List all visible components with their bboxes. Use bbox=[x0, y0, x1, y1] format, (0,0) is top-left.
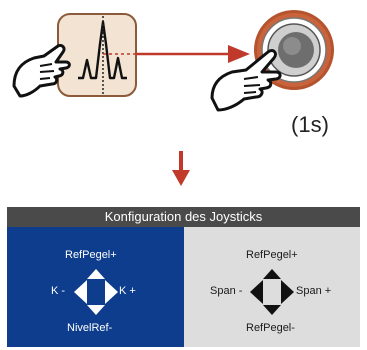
connector-arrowhead bbox=[228, 45, 250, 63]
joystick-config-panel: Konfiguration des Joysticks RefPegel+ K … bbox=[7, 207, 360, 347]
pointing-hand-right bbox=[210, 49, 282, 112]
dpad-left-arrow bbox=[250, 280, 263, 304]
dpad-up-arrow bbox=[87, 269, 105, 279]
joystick-knob bbox=[254, 10, 334, 90]
right-up-label: RefPegel+ bbox=[246, 249, 298, 261]
config-title: Konfiguration des Joysticks bbox=[7, 207, 360, 227]
pointing-hand-left bbox=[12, 44, 71, 98]
left-right-label: K + bbox=[119, 285, 136, 297]
dpad-icon-right bbox=[250, 269, 294, 315]
press-duration-label: (1s) bbox=[291, 112, 329, 137]
dpad-left-arrow bbox=[74, 280, 87, 304]
down-arrow bbox=[172, 151, 190, 186]
dpad-down-arrow bbox=[263, 305, 281, 315]
dpad-right-arrow bbox=[105, 280, 118, 304]
right-down-label: RefPegel- bbox=[246, 322, 295, 334]
dpad-down-arrow bbox=[87, 305, 105, 315]
left-down-label: NivelRef- bbox=[67, 322, 113, 334]
spectrum-screen bbox=[57, 13, 137, 97]
config-right-panel: RefPegel+ Span - Span + RefPegel- bbox=[184, 227, 360, 347]
left-left-label: K - bbox=[51, 285, 66, 297]
right-right-label: Span + bbox=[296, 285, 332, 297]
dpad-up-arrow bbox=[263, 269, 281, 279]
config-left-panel: RefPegel+ K - K + NivelRef- bbox=[7, 227, 184, 347]
top-diagram bbox=[12, 10, 334, 186]
dpad-icon-left bbox=[74, 269, 118, 315]
right-left-label: Span - bbox=[210, 285, 243, 297]
left-up-label: RefPegel+ bbox=[65, 249, 117, 261]
dpad-right-arrow bbox=[281, 280, 294, 304]
